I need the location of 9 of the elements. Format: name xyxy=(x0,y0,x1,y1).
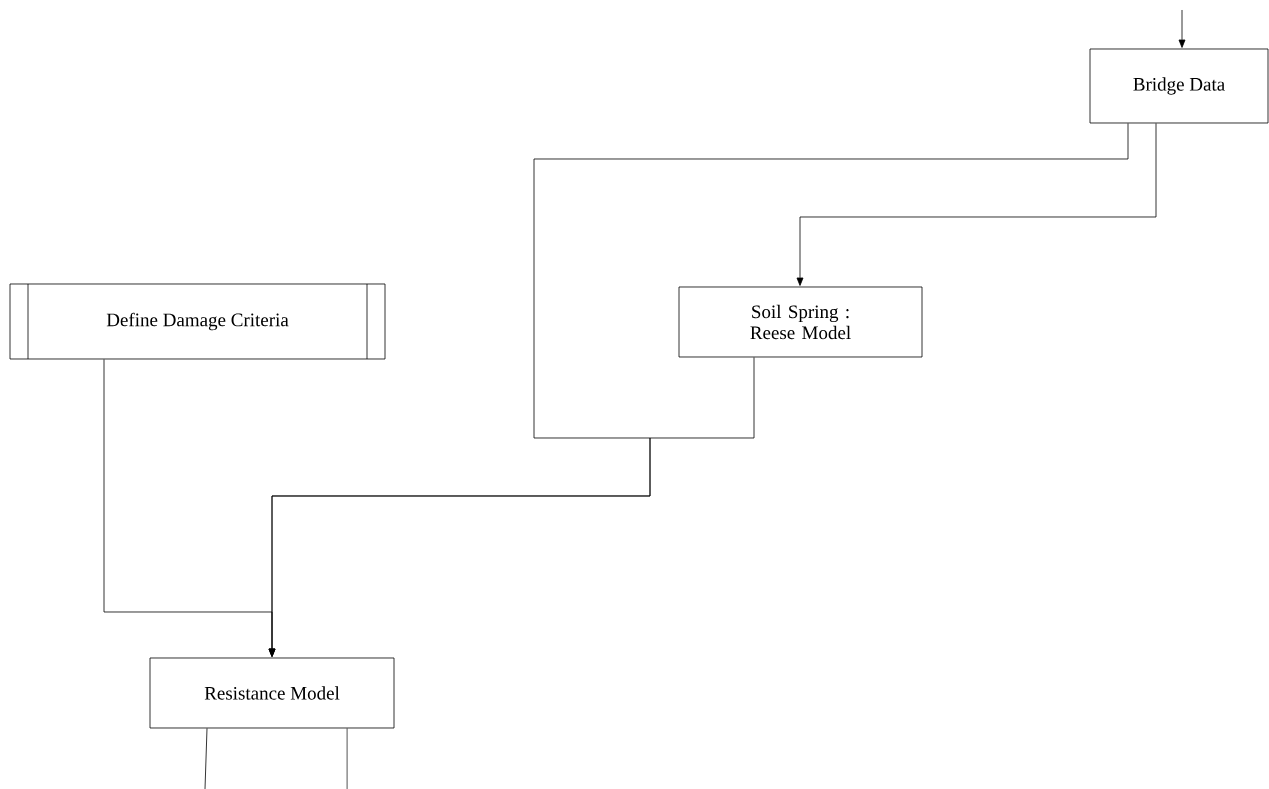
connector-line xyxy=(204,728,208,789)
arrow xyxy=(1178,9,1186,48)
process-box: Bridge Data xyxy=(1089,48,1269,124)
arrow xyxy=(796,123,1157,286)
arrow xyxy=(103,359,276,657)
predefined-process-box: Define Damage Criteria xyxy=(9,283,386,360)
process-box: Soil Spring : Reese Model xyxy=(678,286,923,358)
connector-line xyxy=(346,728,348,789)
process-box: Resistance Model xyxy=(149,657,395,729)
